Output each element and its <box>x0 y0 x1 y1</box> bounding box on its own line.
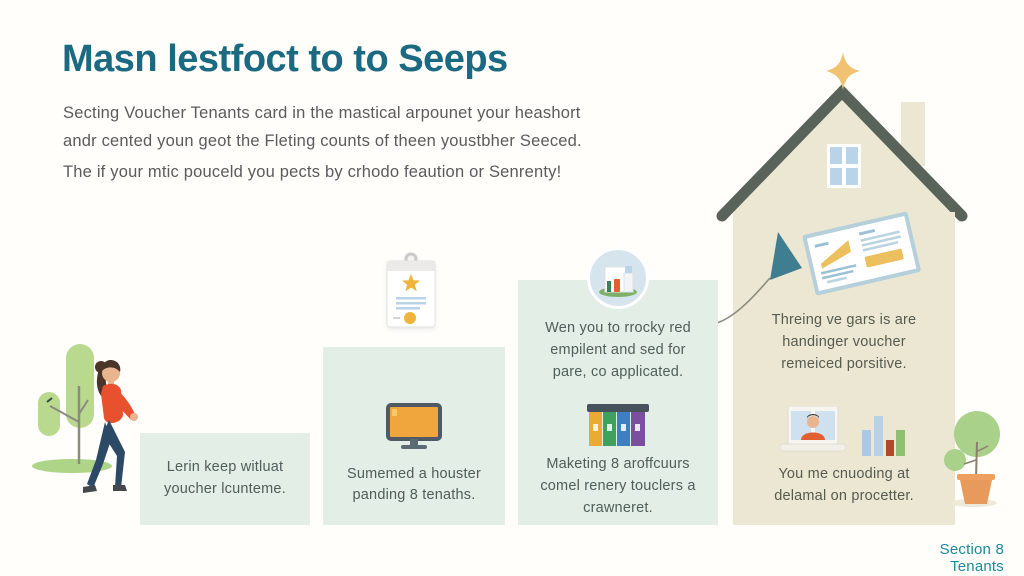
tree <box>32 344 112 473</box>
intro-paragraph: Secting Voucher Tenants card in the mast… <box>63 99 582 155</box>
step-4-label-bottom: You me cnuoding at delamal on procetter. <box>774 466 914 504</box>
laptop-person-icon <box>780 406 846 452</box>
step-1-panel: Lerin keep witluat youcher lcunteme. <box>140 433 310 525</box>
step-3-label-bottom: Maketing 8 aroffcuurs comel renery toucl… <box>540 456 696 516</box>
intro-line-1: Secting Voucher Tenants card in the mast… <box>63 104 581 122</box>
house-badge-icon <box>587 247 649 309</box>
step-1-label: Lerin keep witluat youcher lcunteme. <box>164 459 286 497</box>
books-icon <box>587 404 649 446</box>
footer-label: Section 8 Tenants <box>939 541 1004 575</box>
step-2-panel: Sumemed a houster panding 8 tenaths. <box>323 347 505 525</box>
house-roof-illustration <box>716 52 968 222</box>
bird <box>46 397 53 403</box>
intro-line-2: andr cented youn geot the Fleting counts… <box>63 132 582 150</box>
bar-chart-icon <box>862 416 905 456</box>
sparkle-icon <box>826 52 860 90</box>
step-4-label-top: Threing ve gars is are handinger voucher… <box>771 312 917 372</box>
intro-line-3: The if your mtic pouceld you pects by cr… <box>63 163 562 181</box>
step-4-icons <box>733 406 955 456</box>
monitor-icon <box>386 403 442 449</box>
clipboard-icon <box>386 252 436 328</box>
step-3-label-top: Wen you to rrocky red empilent and sed f… <box>545 320 691 380</box>
roof-line <box>716 84 968 222</box>
step-2-label: Sumemed a houster panding 8 tenaths. <box>347 465 481 504</box>
step-3-panel: Wen you to rrocky red empilent and sed f… <box>518 247 718 525</box>
voucher-check-icon <box>802 211 921 296</box>
page-title: Masn lestfoct to to Seeps <box>62 38 508 80</box>
potted-plant <box>944 411 1000 507</box>
walking-person <box>83 360 138 493</box>
